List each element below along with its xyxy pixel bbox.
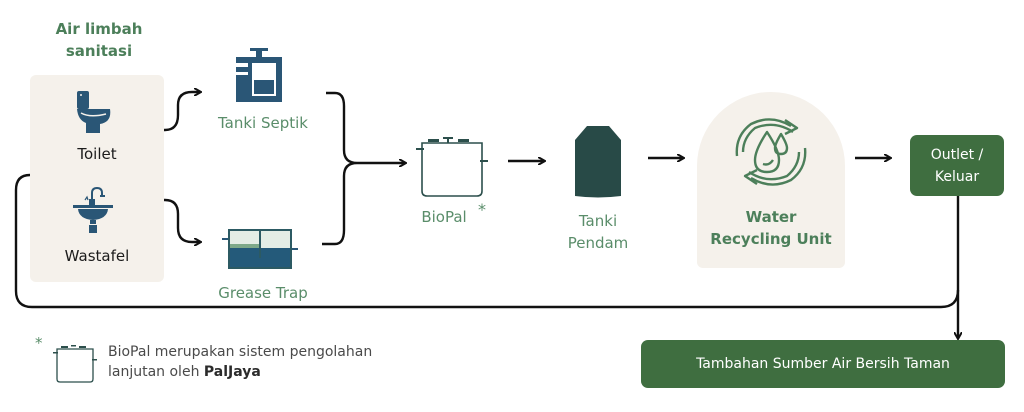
- biopal-label: BioPal: [421, 208, 467, 226]
- source-panel: Toilet Wastafel: [30, 75, 164, 282]
- arrow-loop-back: [14, 175, 960, 309]
- brace-merge: [322, 91, 358, 246]
- outlet-box: Outlet / Keluar: [910, 135, 1004, 196]
- grease-trap-icon: [222, 228, 298, 274]
- wru-label-2: Recycling Unit: [710, 230, 832, 248]
- footnote-asterisk: *: [35, 334, 43, 352]
- footnote-text: BioPal merupakan sistem pengolahan lanju…: [108, 342, 372, 382]
- septic-label: Tanki Septik: [217, 114, 308, 132]
- arrow-toilet-to-septic: [138, 92, 200, 132]
- septic-tank-icon: [236, 48, 282, 106]
- water-recycle-icon: [731, 112, 811, 196]
- footnote-line-2-prefix: lanjutan oleh: [108, 364, 204, 380]
- footnote-line-1: BioPal merupakan sistem pengolahan: [108, 344, 373, 360]
- wastafel-label: Wastafel: [64, 247, 130, 265]
- biopal-asterisk: *: [478, 200, 486, 219]
- toilet-label: Toilet: [77, 145, 117, 163]
- pendam-label-2: Pendam: [567, 234, 629, 252]
- pendam-label-1: Tanki: [578, 212, 618, 230]
- outlet-label-1: Outlet /: [930, 146, 984, 163]
- toilet-icon: [76, 90, 112, 138]
- buried-tank-icon: [575, 126, 621, 202]
- source-title: Air limbah sanitasi: [55, 20, 143, 60]
- outlet-label-2: Keluar: [934, 168, 980, 185]
- grease-label: Grease Trap: [218, 284, 308, 302]
- result-box: Tambahan Sumber Air Bersih Taman: [641, 340, 1005, 388]
- wru-label-1: Water: [745, 208, 797, 226]
- footnote-brand: PalJaya: [203, 364, 261, 380]
- footnote-biopal-icon: [52, 344, 98, 388]
- water-recycling-unit: Water Recycling Unit: [697, 92, 845, 268]
- biopal-tank-icon: [414, 135, 490, 203]
- sink-icon: [72, 186, 114, 239]
- footnote-line-2: lanjutan oleh PalJaya: [108, 362, 372, 382]
- arrow-wastafel-to-grease: [138, 198, 200, 242]
- result-label: Tambahan Sumber Air Bersih Taman: [696, 356, 950, 372]
